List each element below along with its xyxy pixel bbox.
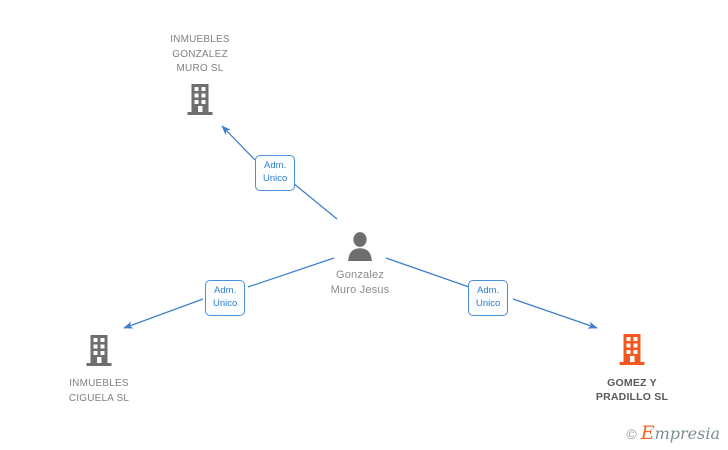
- node-label-person-gonzalez-muro-jesus: Gonzalez Muro Jesus: [330, 269, 390, 296]
- building-icon[interactable]: [185, 83, 215, 117]
- building-icon[interactable]: [84, 334, 114, 368]
- node-label-inmuebles-gonzalez-muro-sl: INMUEBLES GONZALEZ MURO SL: [170, 34, 230, 74]
- node-gomez-y-pradillo-sl[interactable]: GOMEZ Y PRADILLO SL: [552, 333, 712, 404]
- copyright-icon: ©: [626, 425, 637, 442]
- empresia-watermark: © Empresia: [626, 422, 720, 444]
- node-inmuebles-gonzalez-muro-sl[interactable]: INMUEBLES GONZALEZ MURO SL: [120, 33, 280, 117]
- building-icon[interactable]: [617, 333, 647, 367]
- brand-rest: mpresia: [654, 424, 720, 443]
- edge-label-adm-unico-left[interactable]: Adm. Unico: [205, 280, 246, 316]
- node-label-gomez-y-pradillo-sl: GOMEZ Y PRADILLO SL: [595, 377, 669, 403]
- brand-initial: E: [640, 422, 655, 444]
- node-person-gonzalez-muro-jesus[interactable]: Gonzalez Muro Jesus: [280, 231, 440, 298]
- person-icon[interactable]: [345, 231, 375, 263]
- edge-label-adm-unico-top[interactable]: Adm. Unico: [255, 155, 296, 191]
- edge-line-person-to-label-top: [292, 182, 338, 220]
- edge-arrow-to-gomez-y-pradillo-sl: [512, 298, 598, 329]
- edge-arrow-to-inmuebles-gonzalez-muro-sl: [221, 125, 256, 161]
- edge-arrow-to-inmuebles-ciguela-sl: [123, 298, 204, 329]
- node-label-inmuebles-ciguela-sl: INMUEBLES CIGUELA SL: [68, 378, 130, 404]
- edge-label-adm-unico-right[interactable]: Adm. Unico: [468, 280, 509, 316]
- node-inmuebles-ciguela-sl[interactable]: INMUEBLES CIGUELA SL: [19, 334, 179, 406]
- brand-name: Empresia: [640, 422, 720, 444]
